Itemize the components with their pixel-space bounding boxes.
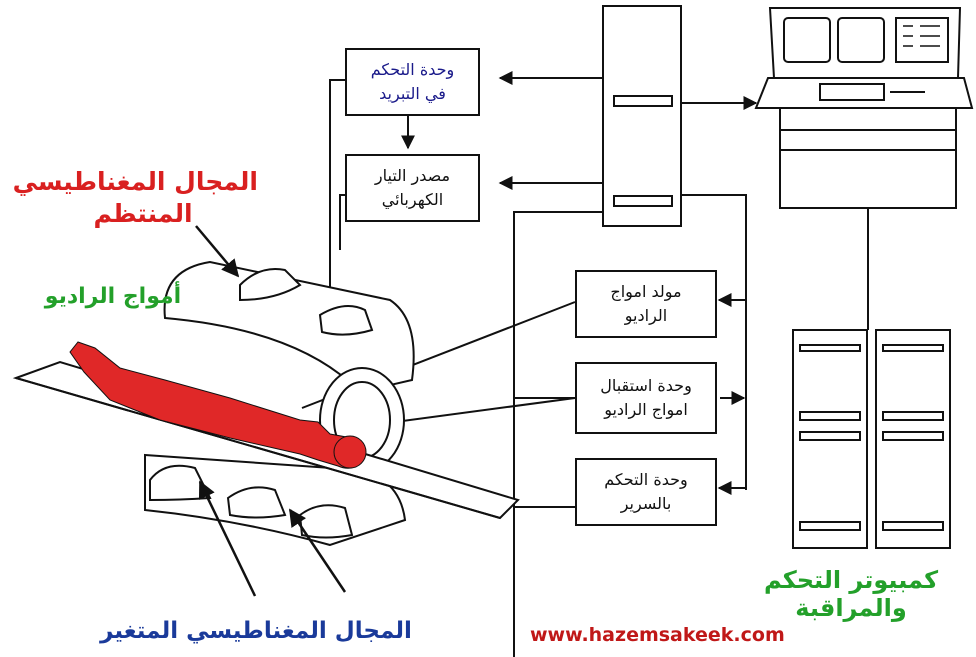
- cabinet-icon: [792, 329, 951, 549]
- cooling-control-line-1: وحدة التحكم: [370, 60, 455, 79]
- bed-control-box: وحدة التحكم بالسرير: [575, 458, 717, 526]
- static-field-line-1: المجال المغناطيسي: [12, 167, 258, 196]
- bed-control-line-2: بالسرير: [620, 494, 672, 513]
- power-source-line-1: مصدر التيار: [374, 166, 451, 185]
- computer-line-1: كمبيوتر التحكم: [763, 566, 939, 594]
- rf-receiver-line-2: امواج الراديو: [604, 400, 688, 419]
- rf-receiver-box: وحدة استقبال امواج الراديو: [575, 362, 717, 434]
- static-field-line-2: المنتظم: [93, 199, 193, 228]
- cooling-control-line-2: في التبريد: [379, 84, 446, 103]
- gradient-field-label: المجال المغناطيسي المتغير: [100, 618, 412, 644]
- control-tower: [602, 5, 682, 227]
- cooling-control-box: وحدة التحكم في التبريد: [345, 48, 480, 116]
- radio-waves-label: أمواج الراديو: [44, 284, 182, 309]
- bed-control-line-1: وحدة التحكم: [604, 470, 688, 489]
- rf-generator-line-1: مولد امواج: [610, 282, 682, 301]
- power-source-box: مصدر التيار الكهربائي: [345, 154, 480, 222]
- rf-generator-box: مولد امواج الراديو: [575, 270, 717, 338]
- rf-receiver-line-1: وحدة استقبال: [600, 376, 692, 395]
- computer-label: كمبيوتر التحكم والمراقبة: [736, 566, 966, 622]
- power-source-line-2: الكهربائي: [381, 190, 444, 209]
- annotation-arrows: [195, 225, 347, 597]
- magnet-coil-icon: [144, 260, 415, 547]
- computer-console-icon: [754, 7, 974, 209]
- static-field-label: المجال المغناطيسي المنتظم: [12, 166, 258, 230]
- computer-line-2: والمراقبة: [795, 594, 907, 622]
- patient-figure-icon: [69, 341, 367, 469]
- website-url: www.hazemsakeek.com: [530, 624, 785, 646]
- rf-generator-line-2: الراديو: [624, 306, 668, 325]
